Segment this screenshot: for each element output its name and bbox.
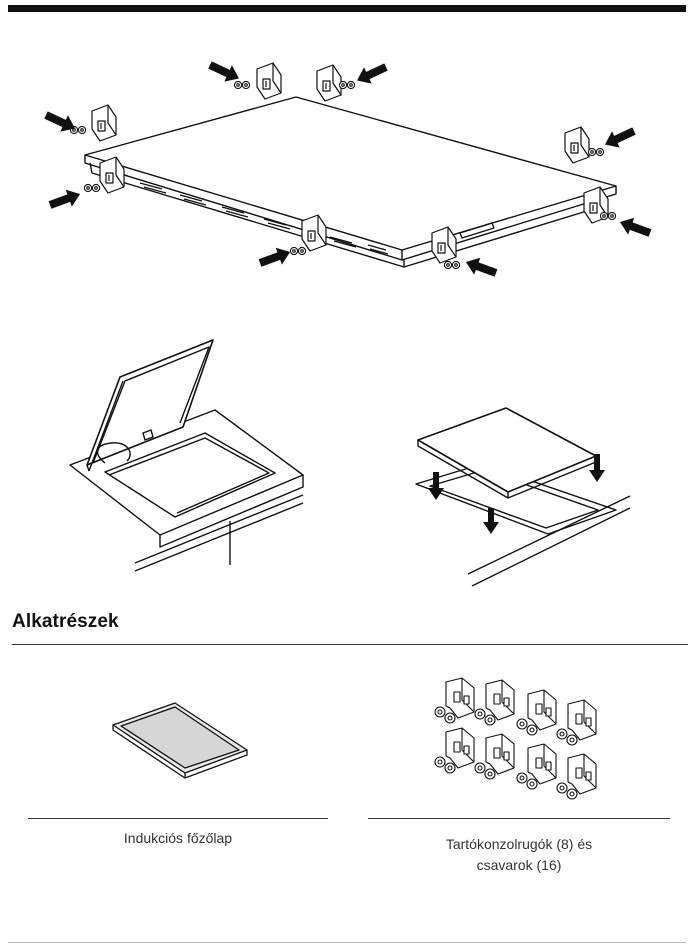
part-caption-cooktop: Indukciós főzőlap: [123, 830, 233, 846]
part-divider: [28, 818, 328, 819]
cooktop-lower-into-cutout-diagram: [398, 392, 638, 587]
bottom-rule: [8, 942, 686, 943]
cooktop-icon: [105, 695, 255, 785]
section-title: Alkatrészek: [12, 611, 119, 632]
top-rule: [8, 5, 686, 12]
bracket-springs-icon: [430, 672, 610, 812]
cooktop-bracket-mounting-diagram: [30, 55, 670, 285]
part-caption-brackets: Tartókonzolrugók (8) és csavarok (16): [445, 836, 593, 873]
section-divider: [12, 644, 688, 645]
part-divider: [368, 818, 670, 819]
cooktop-lift-into-cutout-diagram: [65, 335, 310, 575]
